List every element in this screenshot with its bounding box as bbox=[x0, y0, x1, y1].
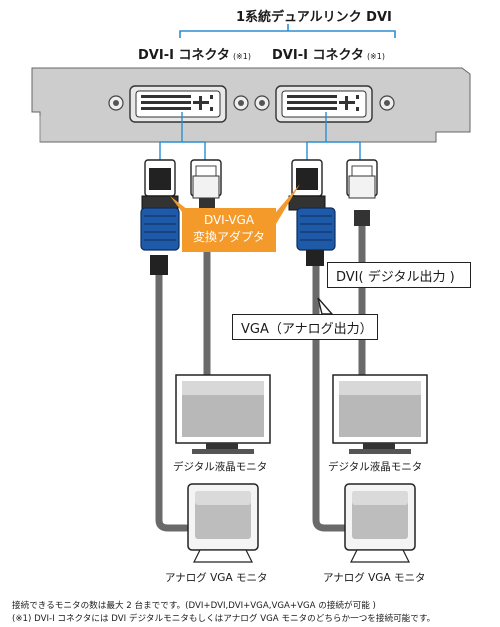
dual-link-title: 1系統デュアルリンク DVI bbox=[236, 10, 392, 25]
analog-monitor-right-label: アナログ VGA モニタ bbox=[323, 572, 426, 584]
connector-label-right-note: (※1) bbox=[366, 52, 385, 61]
digital-monitor-left bbox=[175, 374, 271, 454]
graphics-card-bracket bbox=[31, 67, 471, 143]
dvi-output-callout: DVI( デジタル出力 ) bbox=[327, 262, 471, 288]
connector-label-right-text: DVI-I コネクタ bbox=[272, 48, 364, 63]
adapter-label-box: DVI-VGA 変換アダプタ bbox=[182, 208, 276, 252]
adapter-plug-right bbox=[288, 159, 336, 266]
footnote-line2: (※1) DVI-I コネクタには DVI デジタルモニタもしくはアナログ VG… bbox=[12, 614, 436, 624]
footnote-line1: 接続できるモニタの数は最大 2 台までです。(DVI+DVI,DVI+VGA,V… bbox=[12, 601, 376, 611]
vga-output-callout: VGA（アナログ出力） bbox=[232, 314, 378, 340]
port-lead-lines bbox=[159, 112, 361, 160]
dual-link-bracket bbox=[179, 24, 396, 38]
analog-monitor-left bbox=[187, 483, 259, 563]
dvi-plug-left bbox=[190, 159, 222, 208]
digital-monitor-right bbox=[332, 374, 428, 454]
dvi-port-left bbox=[108, 85, 249, 123]
connector-label-right: DVI-I コネクタ(※1) bbox=[272, 44, 385, 63]
digital-monitor-right-label: デジタル液晶モニタ bbox=[328, 461, 423, 473]
connector-label-left-note: (※1) bbox=[232, 52, 251, 61]
cables bbox=[155, 191, 366, 532]
analog-monitor-right bbox=[344, 483, 416, 563]
dvi-port-right bbox=[254, 85, 395, 123]
adapter-plug-left bbox=[140, 159, 180, 275]
connector-label-left-text: DVI-I コネクタ bbox=[138, 48, 230, 63]
adapter-label-line2: 変換アダプタ bbox=[192, 230, 265, 244]
connector-label-left: DVI-I コネクタ(※1) bbox=[138, 44, 251, 63]
analog-monitor-left-label: アナログ VGA モニタ bbox=[165, 572, 268, 584]
digital-monitor-left-label: デジタル液晶モニタ bbox=[173, 461, 268, 473]
adapter-label-line1: DVI-VGA bbox=[203, 213, 255, 227]
dvi-plug-right bbox=[346, 159, 378, 226]
